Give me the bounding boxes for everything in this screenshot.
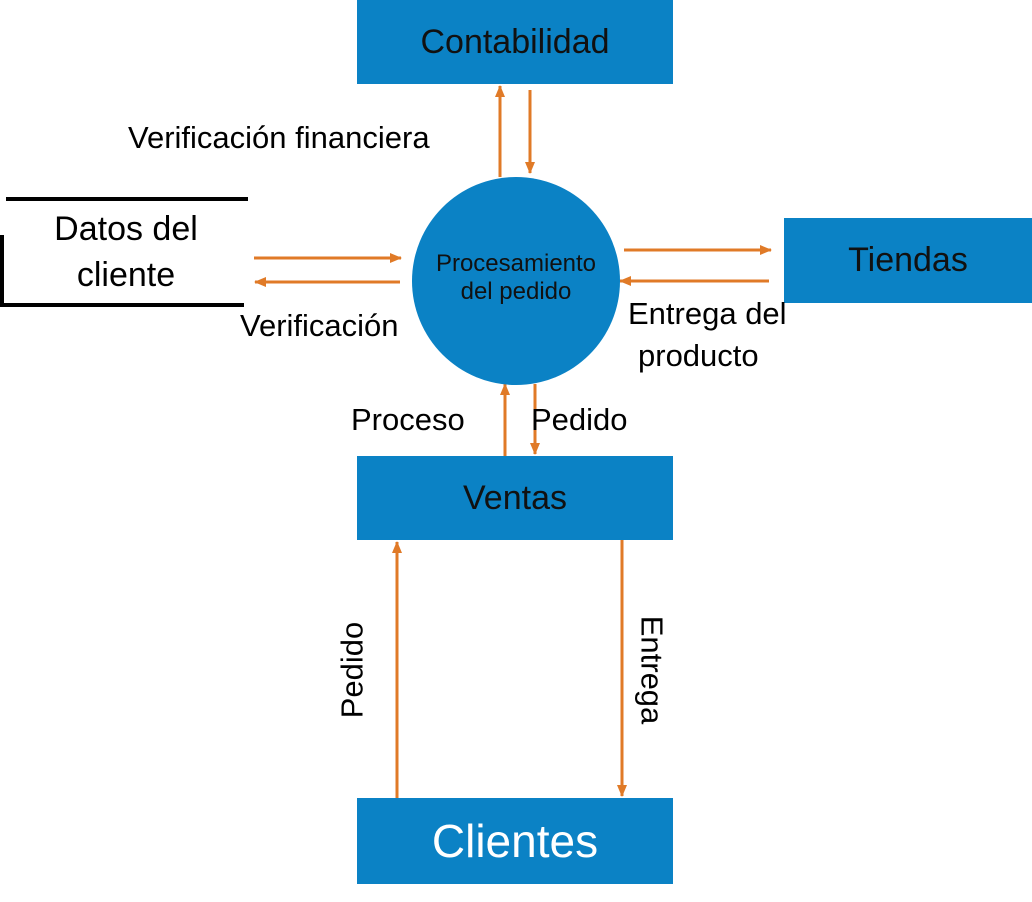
flow-label-entrega-del: Entrega del xyxy=(628,296,787,331)
entity-contabilidad: Contabilidad xyxy=(357,0,673,84)
entity-ventas: Ventas xyxy=(357,456,673,540)
flow-label-pedido-top: Pedido xyxy=(531,402,628,437)
data-store-label: Datos del cliente xyxy=(0,206,252,298)
flow-label-verificacion: Verificación xyxy=(240,308,399,343)
entity-clientes: Clientes xyxy=(357,798,673,884)
process-label-line2: del pedido xyxy=(460,278,572,305)
entity-ventas-label: Ventas xyxy=(463,478,567,517)
entity-tiendas-label: Tiendas xyxy=(848,241,968,279)
process-label-line1: Procesamiento xyxy=(435,250,597,277)
flow-label-entrega-vertical: Entrega xyxy=(634,615,670,725)
flow-label-producto: producto xyxy=(638,338,759,373)
flow-label-verificacion-financiera: Verificación financiera xyxy=(128,120,430,155)
entity-clientes-label: Clientes xyxy=(431,815,599,867)
entity-contabilidad-label: Contabilidad xyxy=(420,22,610,61)
flow-label-proceso: Proceso xyxy=(351,402,465,437)
process-circle: Procesamiento del pedido xyxy=(412,177,620,385)
entity-tiendas: Tiendas xyxy=(784,218,1032,303)
data-store-line2: cliente xyxy=(76,256,176,294)
data-store-line1: Datos del xyxy=(54,210,198,248)
flow-label-pedido-vertical: Pedido xyxy=(334,621,370,719)
